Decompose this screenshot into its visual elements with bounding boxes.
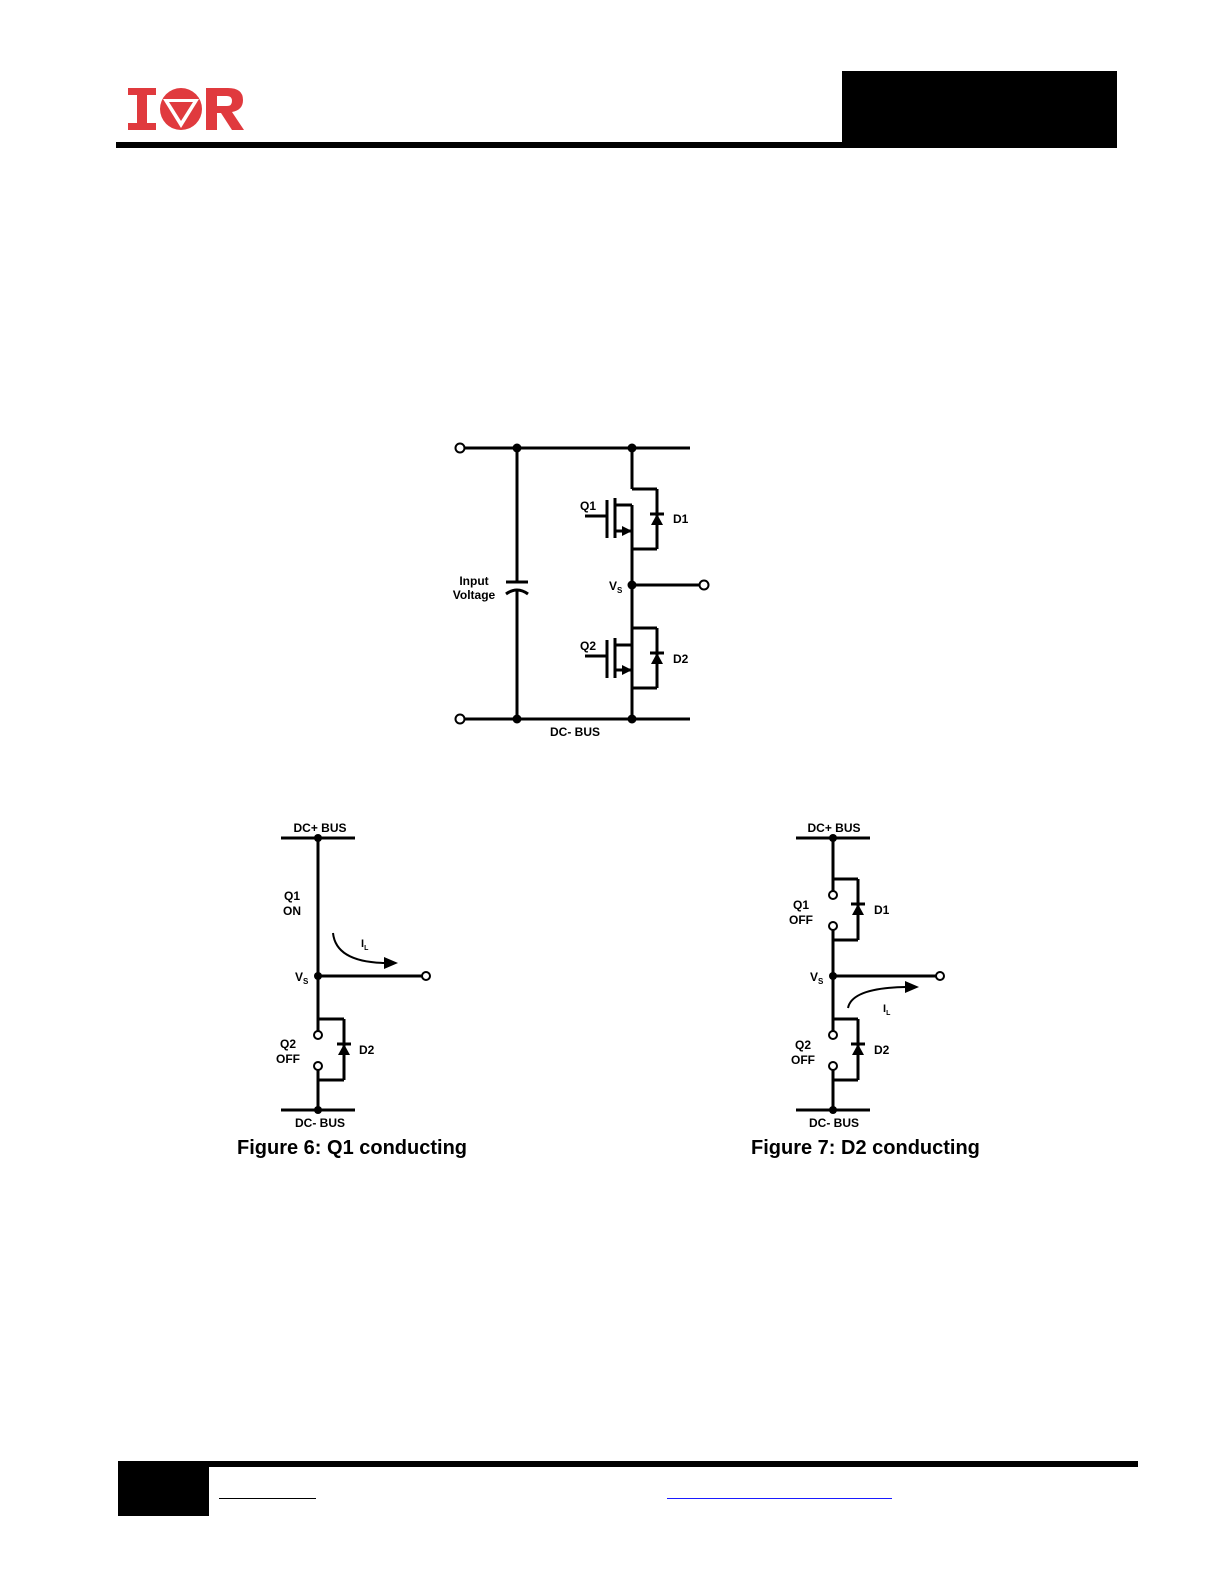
figure-7-caption: Figure 7: D2 conducting [751,1137,980,1159]
q2-mosfet [585,585,664,719]
footer-rule [118,1461,1138,1467]
footer-black-box [118,1461,209,1516]
input-label-line2: Voltage [453,588,496,602]
ior-logo [126,86,246,132]
top-rail [454,442,690,454]
footer-underline [219,1498,316,1499]
q1-mosfet [585,448,664,585]
header-black-box [842,71,1117,148]
vs-label-sub: S [617,586,623,595]
q2-label: Q2 [580,639,596,653]
bottom-rail [454,713,690,725]
d1-label: D1 [673,512,689,526]
input-label-line1: Input [459,574,488,588]
footer-link-underline[interactable] [667,1498,892,1499]
q1-label: Q1 [580,499,596,513]
d2-label: D2 [673,652,689,666]
figure-6-caption: Figure 6: Q1 conducting [237,1137,468,1159]
ior-logo-graphic [128,88,244,130]
dc-minus-label: DC- BUS [550,725,600,739]
input-capacitor [505,448,529,719]
header-rule [116,142,1117,148]
vs-label-main: V [609,579,617,593]
vs-node [627,579,710,591]
vs-label: VS [609,579,623,595]
